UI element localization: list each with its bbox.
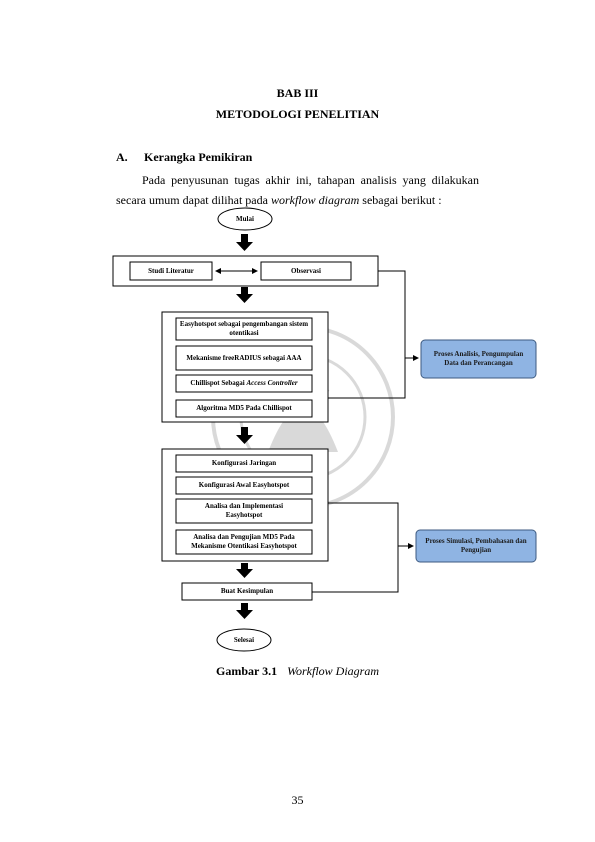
side-box-1-label: Proses Analisis, Pengumpulan Data dan Pe… bbox=[433, 350, 524, 367]
group3-item-2: Konfigurasi Awal Easyhotspot bbox=[198, 481, 290, 489]
caption-label: Gambar 3.1 bbox=[215, 664, 278, 678]
group2-item-4: Algoritma MD5 Pada Chillispot bbox=[196, 404, 292, 412]
side-box-2-label: Proses Simulasi, Pembahasan dan Pengujia… bbox=[425, 537, 527, 554]
start-label: Mulai bbox=[236, 214, 254, 223]
flow-arrow-3 bbox=[236, 427, 253, 444]
end-terminal bbox=[216, 628, 272, 652]
conclusion-label: Buat Kesimpulan bbox=[220, 587, 274, 595]
end-label: Selesai bbox=[233, 635, 255, 644]
group3-item-4: Analisa dan Pengujian MD5 Pada Mekanisme… bbox=[191, 533, 297, 550]
side-box-1 bbox=[420, 339, 537, 379]
section-number: A. bbox=[116, 150, 128, 164]
flow-arrow-2 bbox=[236, 287, 253, 303]
studi-literatur-label: Studi Literatur bbox=[148, 266, 194, 275]
section-title: Kerangka Pemikiran bbox=[144, 150, 253, 164]
group2-item-1: Easyhotspot sebagai pengembangan sistem … bbox=[179, 320, 309, 337]
flow-arrow-5 bbox=[236, 603, 253, 619]
chapter-number: BAB III bbox=[276, 86, 319, 100]
figure-caption: Gambar 3.1 Workflow Diagram bbox=[0, 664, 595, 679]
caption-text: Workflow Diagram bbox=[287, 664, 380, 678]
page-number: 35 bbox=[291, 793, 304, 807]
group2-item-3-italic: Access Controller bbox=[246, 379, 298, 387]
chapter-title: METODOLOGI PENELITIAN bbox=[215, 107, 380, 121]
paragraph-text-2: sebagai berikut : bbox=[359, 193, 442, 207]
studi-literatur-box bbox=[129, 261, 213, 281]
group2-item-3-text: Chillispot Sebagai bbox=[190, 379, 245, 387]
paragraph-text-1: Pada penyusunan tugas akhir ini, tahapan… bbox=[116, 173, 479, 207]
observasi-label: Observasi bbox=[291, 266, 321, 275]
group3-item-3: Analisa dan Implementasi Easyhotspot bbox=[204, 502, 284, 519]
body-paragraph: Pada penyusunan tugas akhir ini, tahapan… bbox=[116, 170, 479, 210]
group3-item-1: Konfigurasi Jaringan bbox=[211, 459, 277, 467]
flow-arrow-1 bbox=[236, 234, 253, 251]
start-terminal bbox=[217, 207, 273, 231]
paragraph-italic: workflow diagram bbox=[270, 193, 360, 207]
side-bracket-2 bbox=[312, 502, 414, 593]
side-box-2 bbox=[415, 529, 537, 563]
group2-item-3: Chillispot Sebagai Access Controller bbox=[176, 375, 312, 392]
group2-item-2: Mekanisme freeRADIUS sebagai AAA bbox=[186, 353, 302, 362]
flow-arrow-4 bbox=[236, 563, 253, 578]
observasi-box bbox=[260, 261, 352, 281]
side-bracket-1 bbox=[328, 270, 419, 399]
